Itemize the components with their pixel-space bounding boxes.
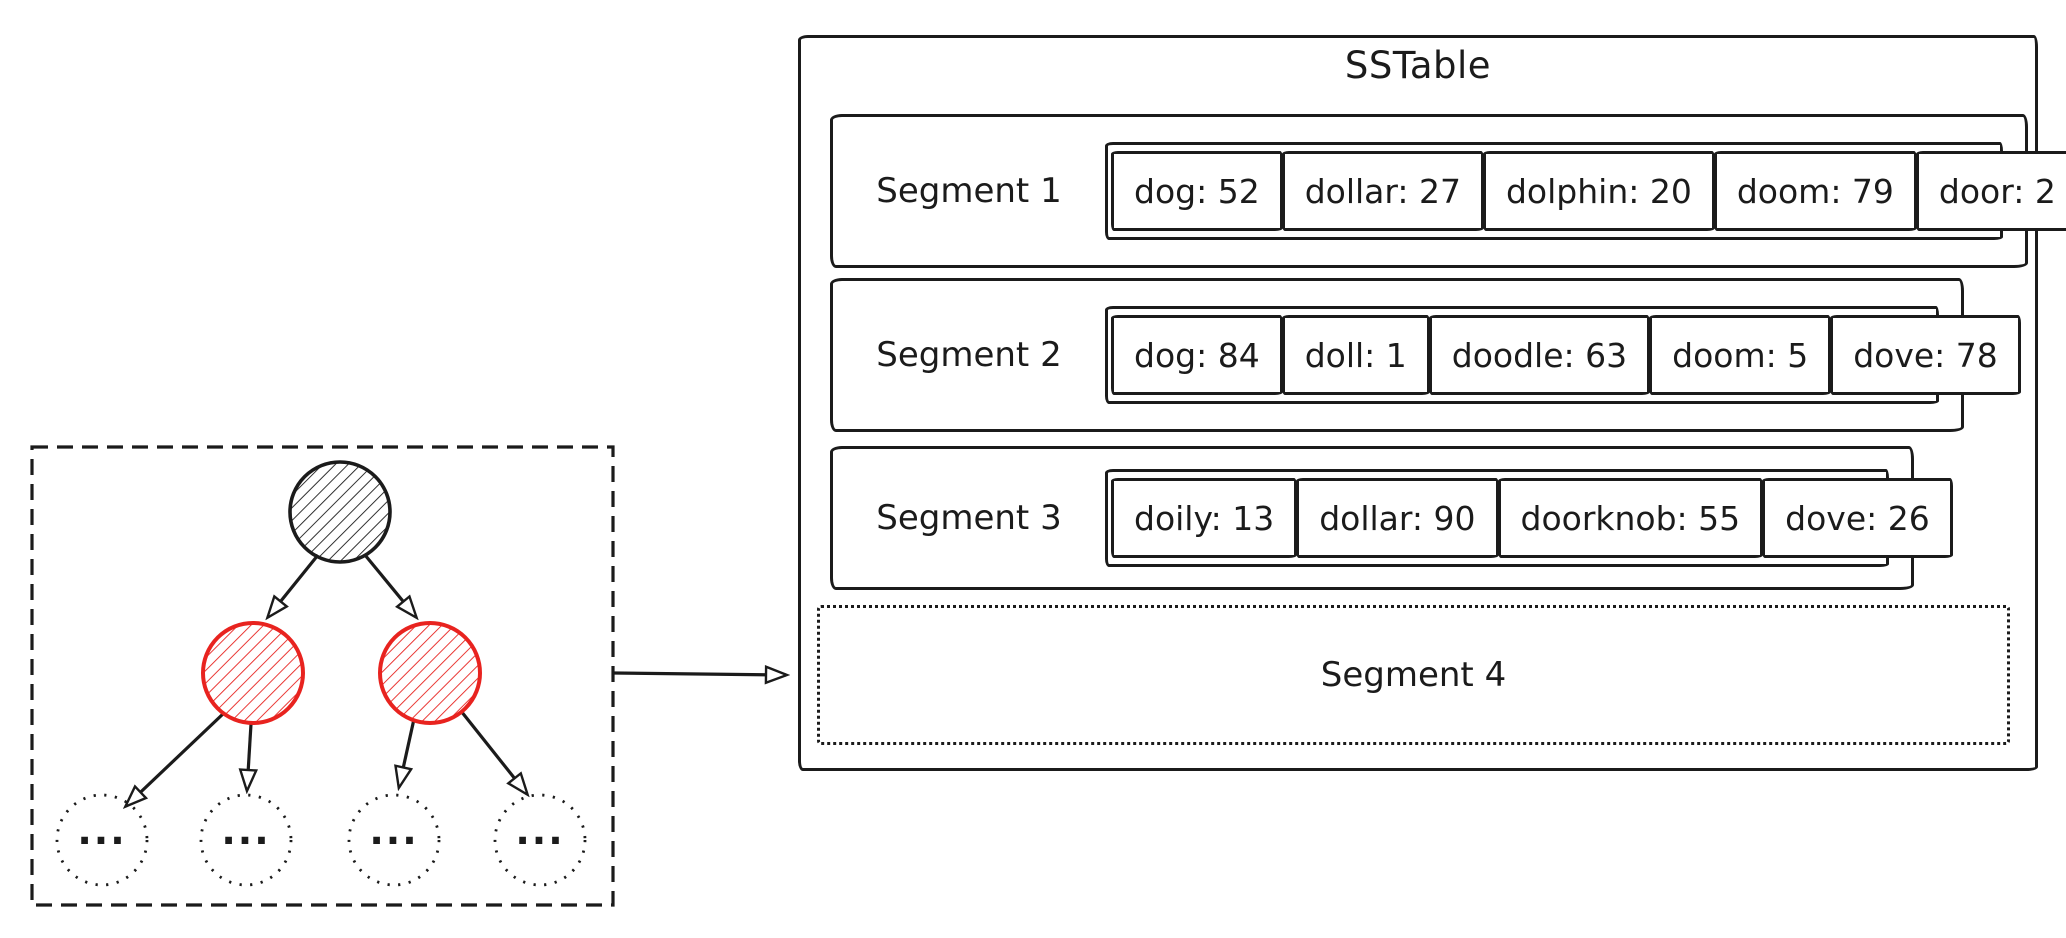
segment-4-row: Segment 4 <box>817 605 2010 745</box>
entry-cell: doorknob: 55 <box>1497 478 1764 558</box>
tree-to-sstable-arrow <box>613 673 786 675</box>
leaf-ellipsis: ... <box>77 809 126 853</box>
segment-label: Segment 4 <box>1320 655 1507 695</box>
segment-label: Segment 1 <box>876 171 1062 211</box>
entry-cell: dollar: 27 <box>1281 151 1484 231</box>
entry-cell: doily: 13 <box>1111 478 1298 558</box>
branch-node-right <box>378 621 482 725</box>
edge-left-to-leaf1-icon <box>126 711 226 806</box>
edge-root-to-right-icon <box>363 553 416 617</box>
root-node <box>288 460 392 564</box>
leaf-node-4 <box>493 793 587 887</box>
entry-cell: dog: 84 <box>1111 315 1283 395</box>
entry-cell: doll: 1 <box>1281 315 1430 395</box>
tree-boundary-box <box>30 445 615 907</box>
sstable-title: SSTable <box>1344 44 1492 87</box>
leaf-node-2 <box>199 793 293 887</box>
edge-right-to-leaf3-icon <box>399 718 416 787</box>
entry-cell: doom: 79 <box>1713 151 1917 231</box>
entry-cell: dove: 26 <box>1762 478 1953 558</box>
entry-cell: doodle: 63 <box>1428 315 1651 395</box>
leaf-node-3 <box>347 793 441 887</box>
edge-left-to-leaf2-icon <box>247 723 251 790</box>
leaf-ellipsis: ... <box>221 809 270 853</box>
entry-cell: dove: 78 <box>1830 315 2021 395</box>
leaf-node-1 <box>55 793 149 887</box>
leaf-ellipsis: ... <box>515 809 564 853</box>
entry-cell: door: 2 <box>1915 151 2066 231</box>
sstable-panel: SSTable <box>798 35 2038 771</box>
edge-root-to-left-icon <box>268 553 320 617</box>
entry-cell: doom: 5 <box>1649 315 1832 395</box>
entry-cell: dog: 52 <box>1111 151 1283 231</box>
entry-cell: dollar: 90 <box>1296 478 1499 558</box>
branch-node-left <box>201 621 305 725</box>
entry-cell: dolphin: 20 <box>1482 151 1715 231</box>
segment-label: Segment 3 <box>876 498 1062 538</box>
leaf-ellipsis: ... <box>369 809 418 853</box>
memtable-tree-panel: ... ... ... ... <box>30 445 810 907</box>
edge-right-to-leaf4-icon <box>459 710 527 794</box>
segment-label: Segment 2 <box>876 335 1062 375</box>
